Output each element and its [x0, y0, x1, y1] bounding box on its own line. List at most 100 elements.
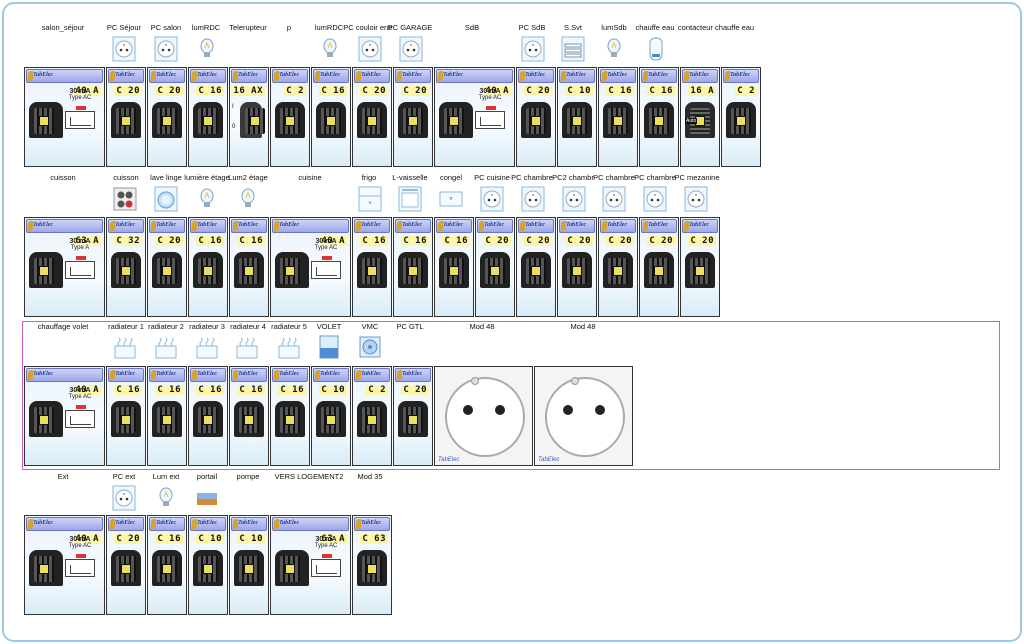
- toggle-lever[interactable]: [357, 401, 387, 437]
- toggle-lever[interactable]: [111, 550, 141, 586]
- toggle-lever[interactable]: [240, 102, 265, 138]
- rating-label: C 16: [319, 86, 347, 96]
- toggle-lever[interactable]: [726, 102, 756, 138]
- toggle-lever[interactable]: [357, 102, 387, 138]
- toggle-lever[interactable]: [316, 401, 346, 437]
- rating-label: C 16: [196, 385, 224, 395]
- toggle-lever[interactable]: [644, 102, 674, 138]
- toggle-lever[interactable]: [275, 252, 309, 288]
- toggle-lever[interactable]: [398, 102, 428, 138]
- toggle-lever[interactable]: [29, 102, 63, 138]
- toggle-lever[interactable]: [439, 252, 469, 288]
- toggle-lever[interactable]: [111, 252, 141, 288]
- toggle-lever[interactable]: [193, 401, 223, 437]
- rcd-type-label: Type AC: [68, 543, 92, 549]
- toggle-lever[interactable]: [111, 401, 141, 437]
- toggle-lever[interactable]: [644, 252, 674, 288]
- toggle-lever[interactable]: [275, 550, 309, 586]
- toggle-lever[interactable]: [316, 102, 346, 138]
- toggle-lever[interactable]: [193, 252, 223, 288]
- toggle-lever[interactable]: [275, 401, 305, 437]
- toggle-lever[interactable]: [193, 550, 223, 586]
- toggle-lever[interactable]: [480, 252, 510, 288]
- rating-label: C 20: [114, 86, 142, 96]
- toggle-lever[interactable]: [603, 252, 633, 288]
- toggle-lever[interactable]: [603, 102, 633, 138]
- toggle-lever[interactable]: [152, 550, 182, 586]
- toggle-lever[interactable]: [111, 102, 141, 138]
- toggle-lever[interactable]: [562, 102, 592, 138]
- toggle-lever[interactable]: [357, 252, 387, 288]
- toggle-lever[interactable]: [193, 102, 223, 138]
- toggle-lever[interactable]: [275, 102, 305, 138]
- toggle-lever[interactable]: [29, 550, 63, 586]
- toggle-lever[interactable]: [439, 102, 473, 138]
- toggle-lever[interactable]: [685, 252, 715, 288]
- socket-module[interactable]: TabElec: [434, 366, 533, 466]
- toggle-lever[interactable]: [234, 401, 264, 437]
- toggle-lever[interactable]: [234, 252, 264, 288]
- toggle-lever[interactable]: [152, 252, 182, 288]
- toggle-lever[interactable]: [398, 252, 428, 288]
- toggle-lever[interactable]: [234, 550, 264, 586]
- toggle-lever[interactable]: [152, 102, 182, 138]
- toggle-lever[interactable]: [29, 252, 63, 288]
- toggle-lever[interactable]: [29, 401, 63, 437]
- toggle-lever[interactable]: [562, 252, 592, 288]
- toggle-lever[interactable]: [521, 102, 551, 138]
- circuit-label: radiateur 4: [230, 322, 266, 331]
- toggle-lever[interactable]: [521, 252, 551, 288]
- toggle-lever[interactable]: [152, 401, 182, 437]
- socket-module[interactable]: TabElec: [534, 366, 633, 466]
- toggle-lever[interactable]: [357, 550, 387, 586]
- toggle-lever[interactable]: [398, 401, 428, 437]
